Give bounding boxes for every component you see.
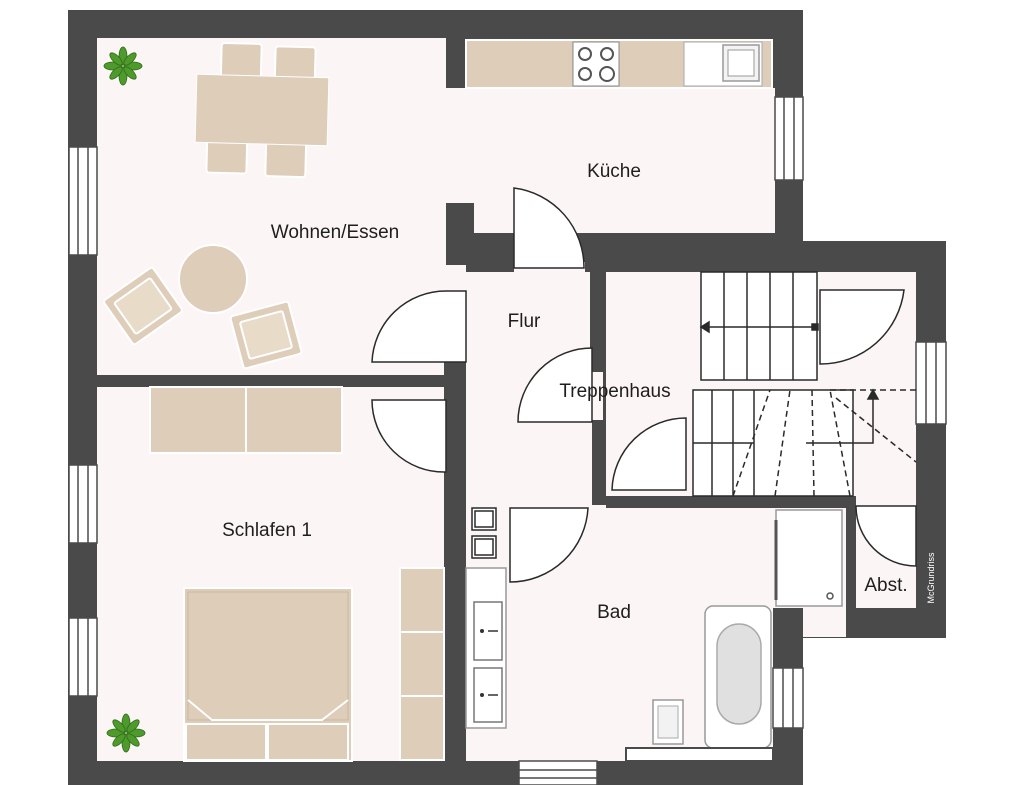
door-kueche <box>513 187 585 269</box>
stairs-arrow-icon <box>699 320 819 334</box>
sink-icon <box>683 41 763 87</box>
toilet-icon <box>652 699 684 745</box>
bed <box>183 587 353 762</box>
watermark: McGrundriss <box>926 552 936 604</box>
room-label-abst: Abst. <box>864 575 907 596</box>
lounge-set <box>103 244 303 370</box>
door-schlafen <box>371 399 447 473</box>
plant-icon <box>106 713 146 753</box>
door-treppenhaus-lower <box>611 417 687 491</box>
room-label-treppenhaus: Treppenhaus <box>559 381 670 402</box>
door-treppenhaus-flur <box>517 347 593 423</box>
wardrobe-side <box>399 567 445 761</box>
stove-icon <box>572 41 620 87</box>
room-label-kueche: Küche <box>587 161 641 182</box>
bathtub-icon <box>704 605 772 749</box>
door-abst <box>855 505 917 567</box>
stairs-upper <box>700 271 818 381</box>
door-bad <box>509 507 589 583</box>
double-sink <box>465 567 507 729</box>
bathroom-cabinets <box>471 507 497 559</box>
room-label-schlafen: Schlafen 1 <box>222 520 312 541</box>
bath-wall-ledge <box>625 747 774 762</box>
stairs-lower <box>692 388 917 497</box>
door-wohnen <box>371 290 467 363</box>
door-upper-right <box>819 289 905 365</box>
doors <box>371 187 917 583</box>
room-label-bad: Bad <box>597 602 631 623</box>
room-label-wohnen: Wohnen/Essen <box>271 222 400 243</box>
dining-table <box>194 42 330 179</box>
wardrobe-top <box>149 386 343 454</box>
interior-walls <box>97 38 946 765</box>
kitchen-counter <box>465 39 773 89</box>
windows <box>68 96 947 785</box>
room-label-flur: Flur <box>508 311 541 332</box>
shower <box>774 509 843 607</box>
plant-icon <box>103 46 143 86</box>
